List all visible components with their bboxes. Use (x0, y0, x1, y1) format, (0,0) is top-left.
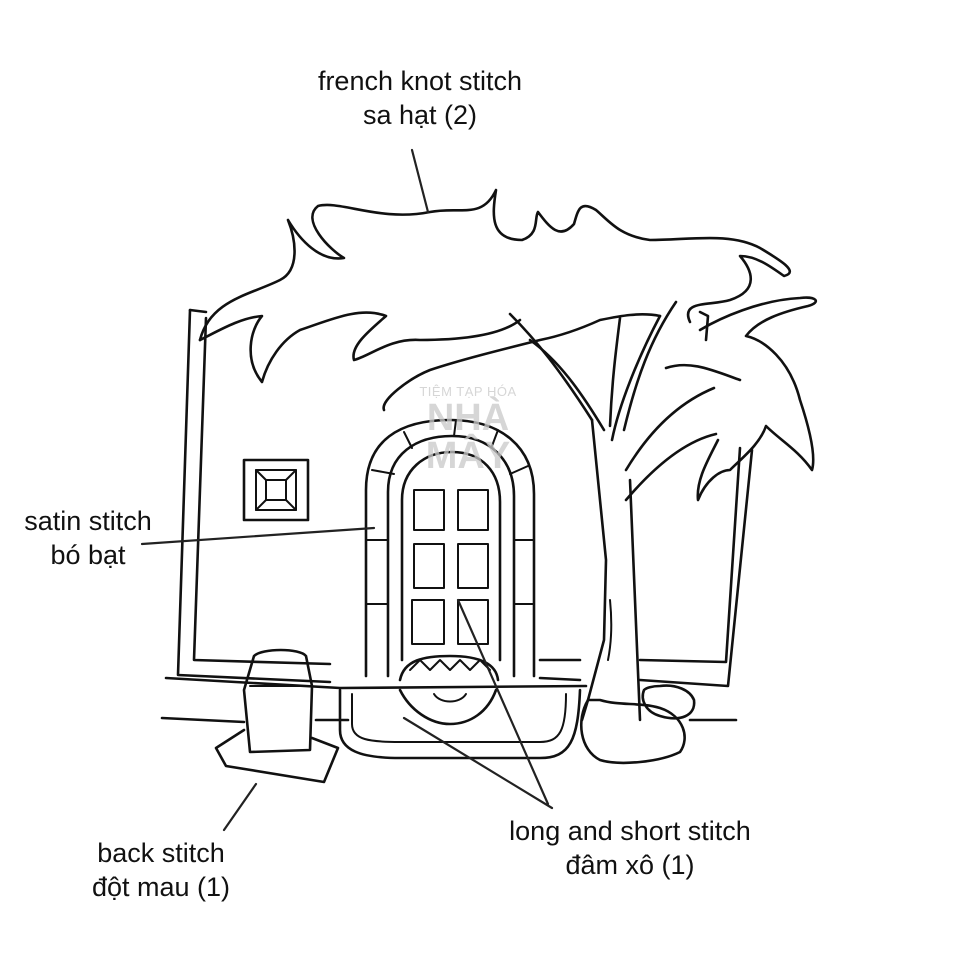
annotation-leader-lines (140, 148, 554, 832)
leader-french-knot (410, 148, 430, 214)
watermark-line2: NHÀ (426, 397, 510, 439)
label-back-line1: back stitch (97, 838, 225, 868)
ground-line (160, 676, 738, 724)
leader-back (222, 782, 258, 832)
shop-watermark: TIỆM TẠP HÓA NHÀ MÂY (418, 384, 518, 475)
tree-canopy (198, 188, 818, 502)
flower-pot (214, 648, 340, 784)
label-long-short-line1: long and short stitch (509, 816, 751, 846)
door (400, 450, 502, 662)
label-french-knot-line1: french knot stitch (317, 66, 523, 96)
watermark-line3: MÂY (425, 435, 511, 477)
watermark-line1: TIỆM TẠP HÓA (419, 384, 517, 399)
label-long-short-stitch: long and short stitch đâm xô (1) (470, 814, 790, 882)
house-wall (176, 308, 754, 688)
leader-long-short-b (402, 716, 554, 810)
small-window (242, 458, 310, 522)
label-long-short-line2: đâm xô (1) (565, 850, 695, 880)
label-french-knot-stitch: french knot stitch sa hạt (2) (270, 64, 570, 132)
doorstep (338, 654, 582, 760)
leader-long-short-a (456, 598, 550, 806)
stone-arch-doorway (364, 418, 536, 678)
label-french-knot-line2: sa hạt (2) (362, 100, 478, 130)
leader-satin (140, 526, 376, 546)
rocks (580, 684, 696, 765)
label-satin-line1: satin stitch (24, 506, 152, 536)
tree (508, 300, 718, 722)
label-back-stitch: back stitch đột mau (1) (66, 836, 256, 904)
label-back-line2: đột mau (1) (91, 872, 231, 902)
label-satin-stitch: satin stitch bó bạt (0, 504, 176, 572)
label-satin-line2: bó bạt (50, 540, 126, 570)
